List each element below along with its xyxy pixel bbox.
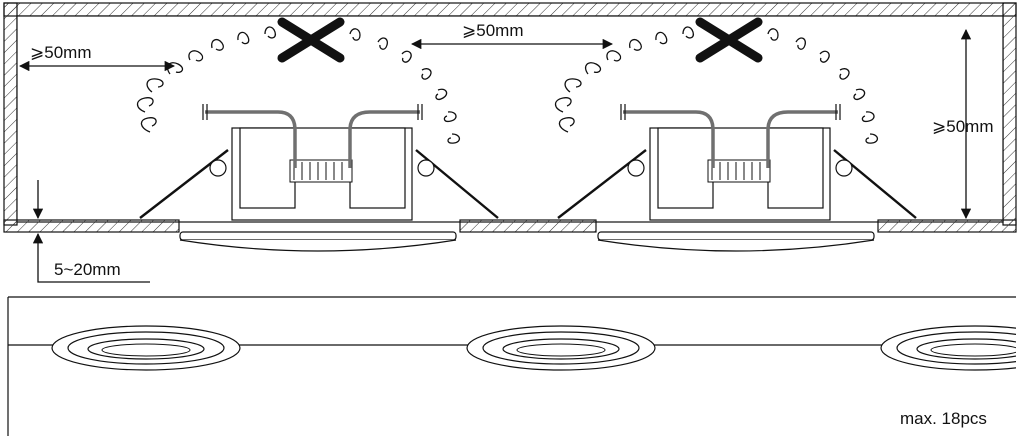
heat-wave-icon xyxy=(554,26,879,144)
max-count-label: max. 18pcs xyxy=(900,409,987,428)
cross-mark-icon xyxy=(277,17,345,63)
dimension-recess xyxy=(32,180,150,283)
clearance-height-label: ⩾50mm xyxy=(932,117,993,136)
recess-depth-label: 5~20mm xyxy=(54,260,121,279)
downlight-trim xyxy=(880,325,1021,371)
series-wiring-panel xyxy=(7,290,1021,441)
heat-wave-icon xyxy=(136,26,461,144)
clearance-side-label: ⩾50mm xyxy=(30,43,91,62)
downlight-trim xyxy=(466,325,656,371)
cross-mark-icon xyxy=(695,17,763,63)
downlight-2 xyxy=(554,17,917,252)
downlight-1 xyxy=(136,17,499,252)
downlight-trim xyxy=(51,325,241,371)
clearance-between-label: ⩾50mm xyxy=(462,21,523,40)
ceiling-cavity xyxy=(3,2,1017,233)
